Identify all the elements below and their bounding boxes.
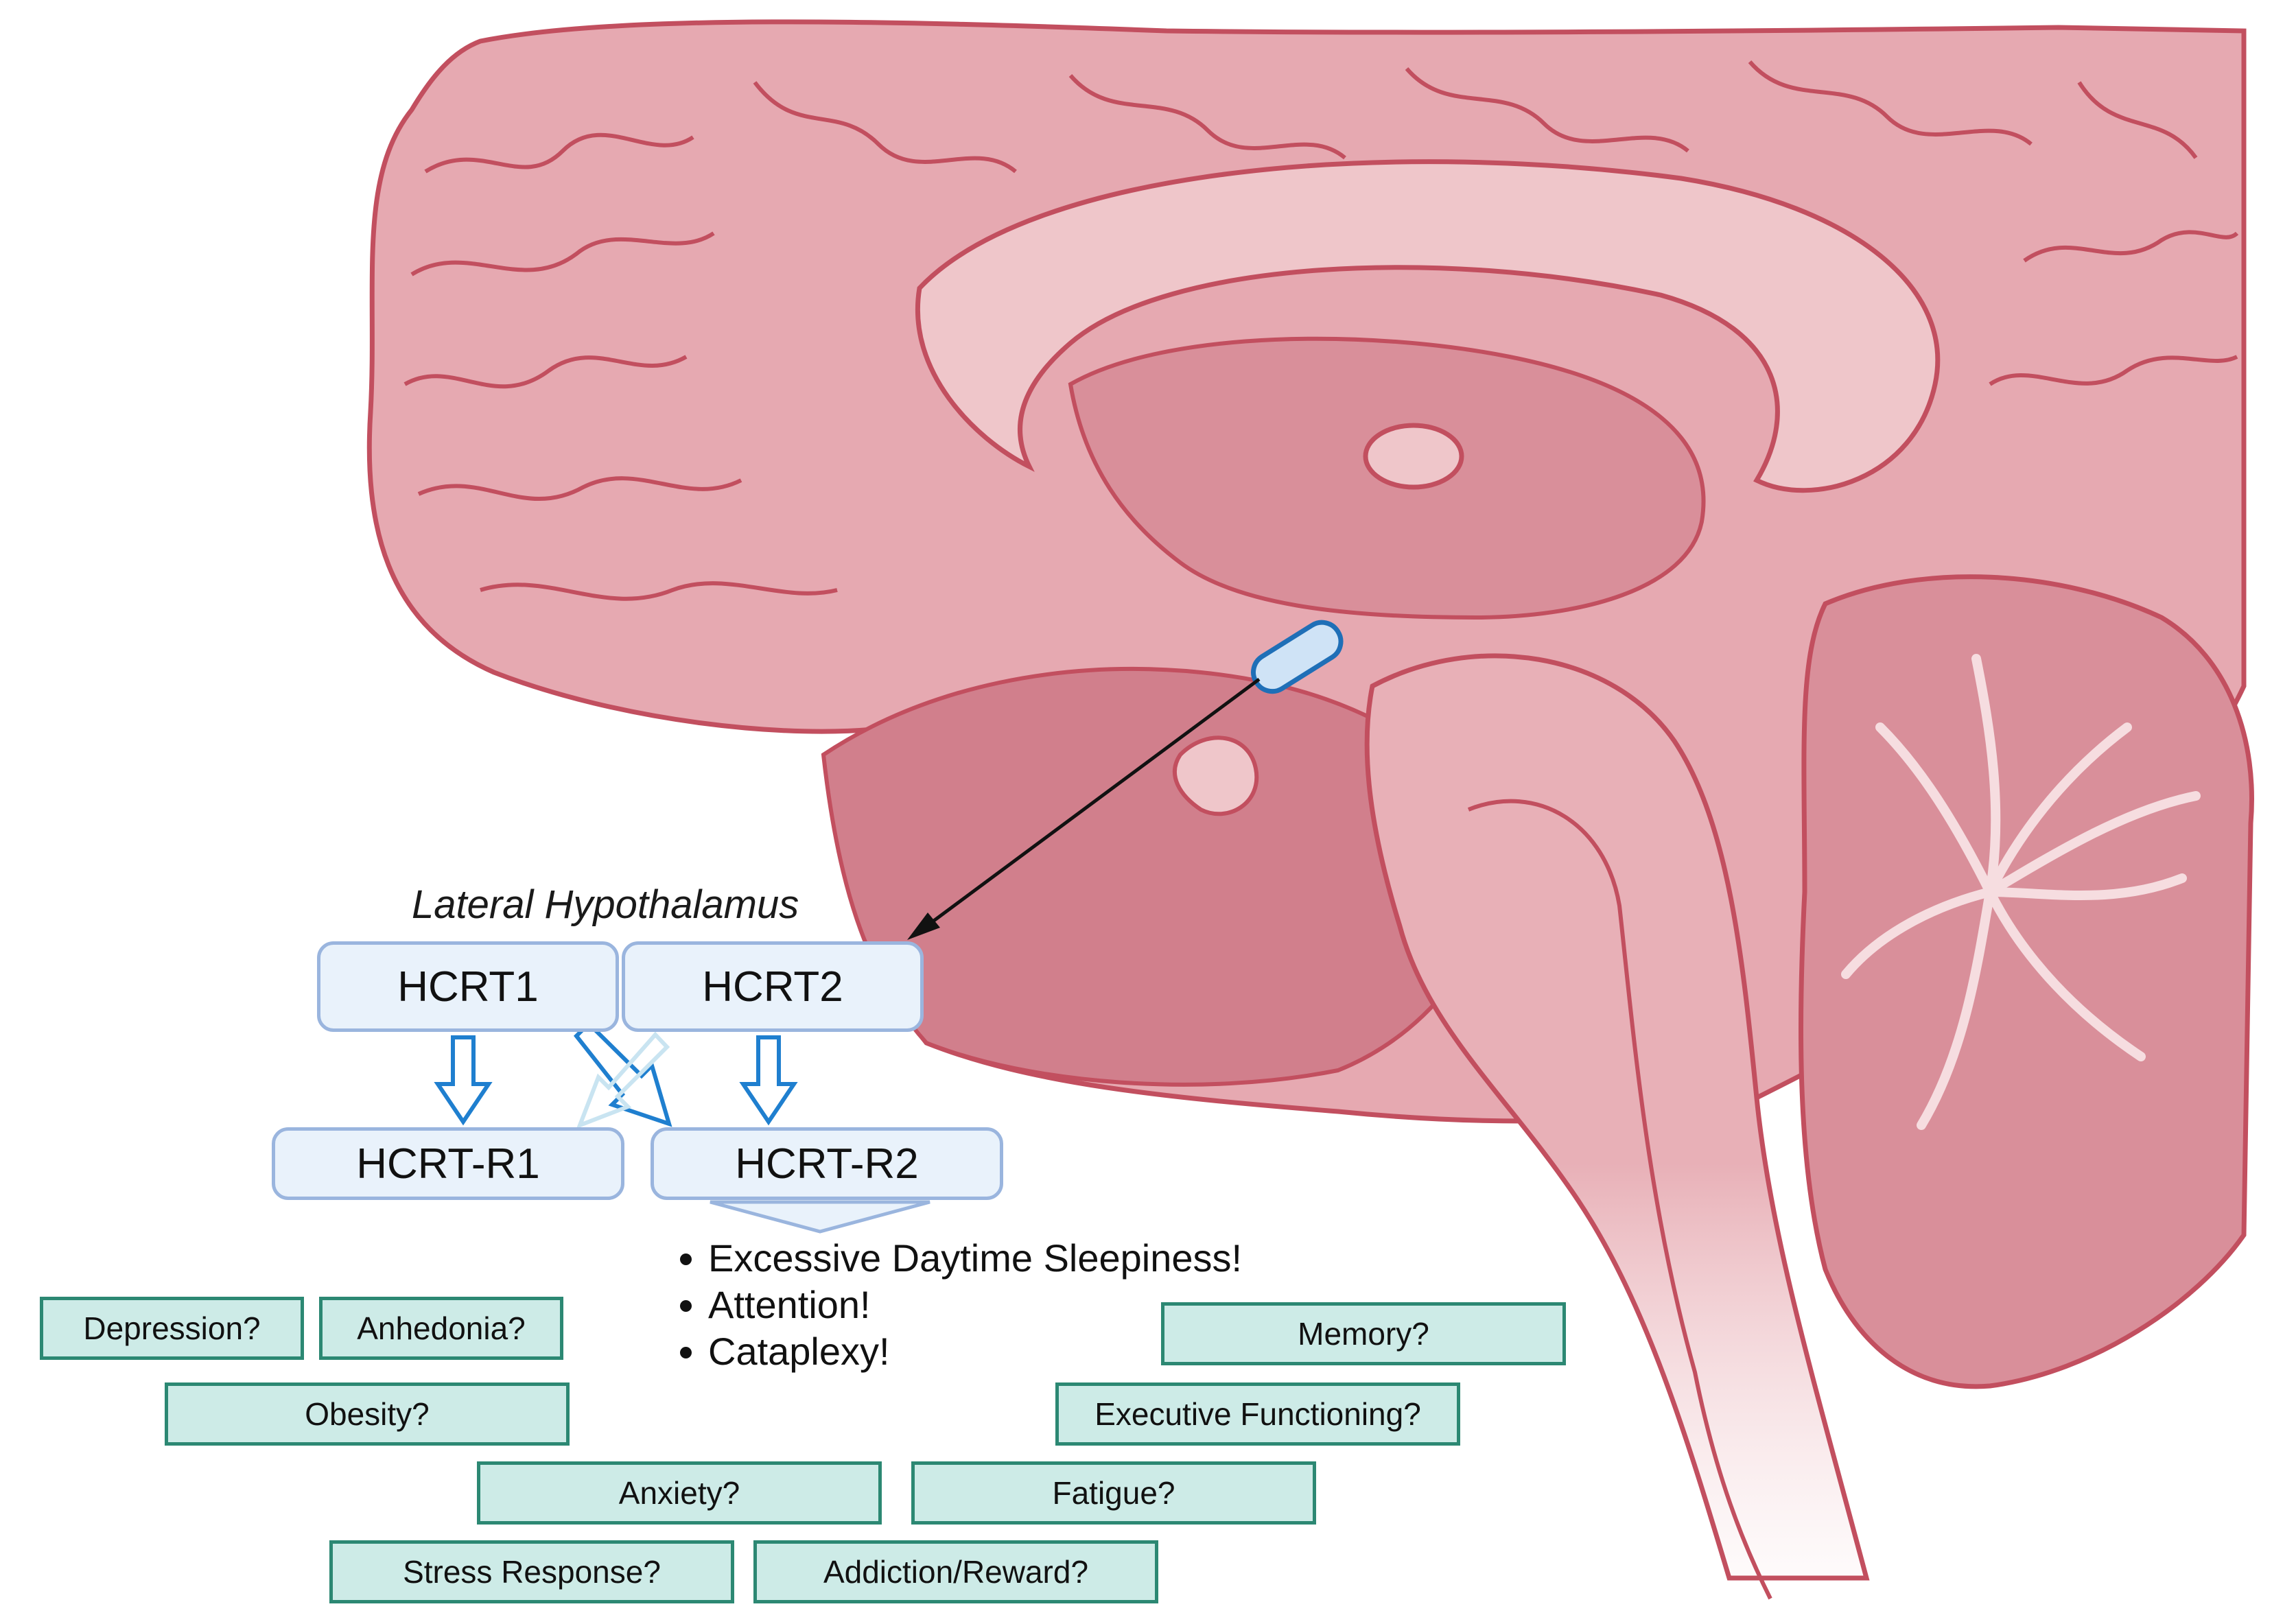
faint-cross-arrow <box>576 1031 670 1129</box>
corpus-callosum <box>915 159 1941 493</box>
stress-response-box: Stress Response? <box>329 1540 734 1603</box>
executive-functioning-box: Executive Functioning? <box>1055 1382 1460 1446</box>
brainstem <box>1364 653 1870 1581</box>
addiction-reward-box: Addiction/Reward? <box>753 1540 1158 1603</box>
fatigue-box: Fatigue? <box>911 1461 1316 1525</box>
arbor-vitae <box>1841 654 2201 1130</box>
effect-item: Attention! <box>708 1282 1242 1328</box>
anxiety-box: Anxiety? <box>477 1461 882 1525</box>
pointer-arrowhead <box>907 913 940 940</box>
anhedonia-box: Anhedonia? <box>319 1297 563 1360</box>
hcrt1-box: HCRT1 <box>317 941 619 1032</box>
hcrt1-to-r1-arrow <box>434 1035 493 1126</box>
memory-box: Memory? <box>1161 1302 1566 1365</box>
effect-item: Excessive Daytime Sleepiness! <box>708 1235 1242 1282</box>
cortical-gyri <box>403 60 2239 601</box>
r2-output-chevron <box>710 1200 930 1234</box>
hcrt2-to-r2-arrow <box>739 1035 798 1126</box>
obesity-box: Obesity? <box>165 1382 570 1446</box>
interthalamic-adhesion <box>1363 423 1464 490</box>
depression-box: Depression? <box>40 1297 304 1360</box>
pointer-line <box>925 677 1261 928</box>
established-effects-list: Excessive Daytime Sleepiness! Attention!… <box>659 1235 1242 1375</box>
hcrt-r1-box: HCRT-R1 <box>272 1127 624 1200</box>
hcrt2-box: HCRT2 <box>622 941 924 1032</box>
cerebellum <box>1798 574 2254 1389</box>
hcrt-r2-box: HCRT-R2 <box>651 1127 1003 1200</box>
effect-item: Cataplexy! <box>708 1328 1242 1375</box>
spinal-cord <box>1467 799 1772 1600</box>
pituitary <box>1172 735 1259 816</box>
region-label: Lateral Hypothalamus <box>412 882 799 927</box>
